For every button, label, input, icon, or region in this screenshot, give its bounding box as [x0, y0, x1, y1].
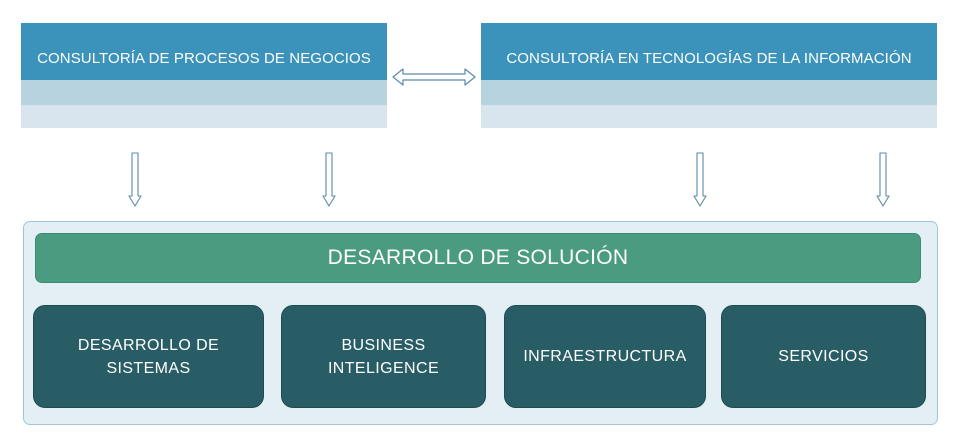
consultoria-procesos-band-bottom	[21, 105, 387, 128]
down-arrow-icon	[876, 152, 890, 207]
double-arrow-icon	[392, 68, 476, 86]
infraestructura-box: INFRAESTRUCTURA	[504, 305, 706, 408]
consultoria-ti-band-bottom	[481, 105, 937, 128]
business-inteligence-box: BUSINESS INTELIGENCE	[281, 305, 486, 408]
down-arrow-icon	[322, 152, 336, 207]
servicios-box: SERVICIOS	[721, 305, 926, 408]
desarrollo-sistemas-box: DESARROLLO DE SISTEMAS	[33, 305, 264, 408]
solution-header: DESARROLLO DE SOLUCIÓN	[35, 233, 921, 283]
consultoria-ti-box: CONSULTORÍA EN TECNOLOGÍAS DE LA INFORMA…	[481, 23, 937, 128]
consultoria-ti-label: CONSULTORÍA EN TECNOLOGÍAS DE LA INFORMA…	[481, 23, 937, 80]
consultoria-procesos-label: CONSULTORÍA DE PROCESOS DE NEGOCIOS	[21, 23, 387, 80]
consultoria-procesos-band-mid	[21, 80, 387, 105]
consultoria-ti-band-mid	[481, 80, 937, 105]
down-arrow-icon	[693, 152, 707, 207]
consultoria-procesos-box: CONSULTORÍA DE PROCESOS DE NEGOCIOS	[21, 23, 387, 128]
down-arrow-icon	[128, 152, 142, 207]
